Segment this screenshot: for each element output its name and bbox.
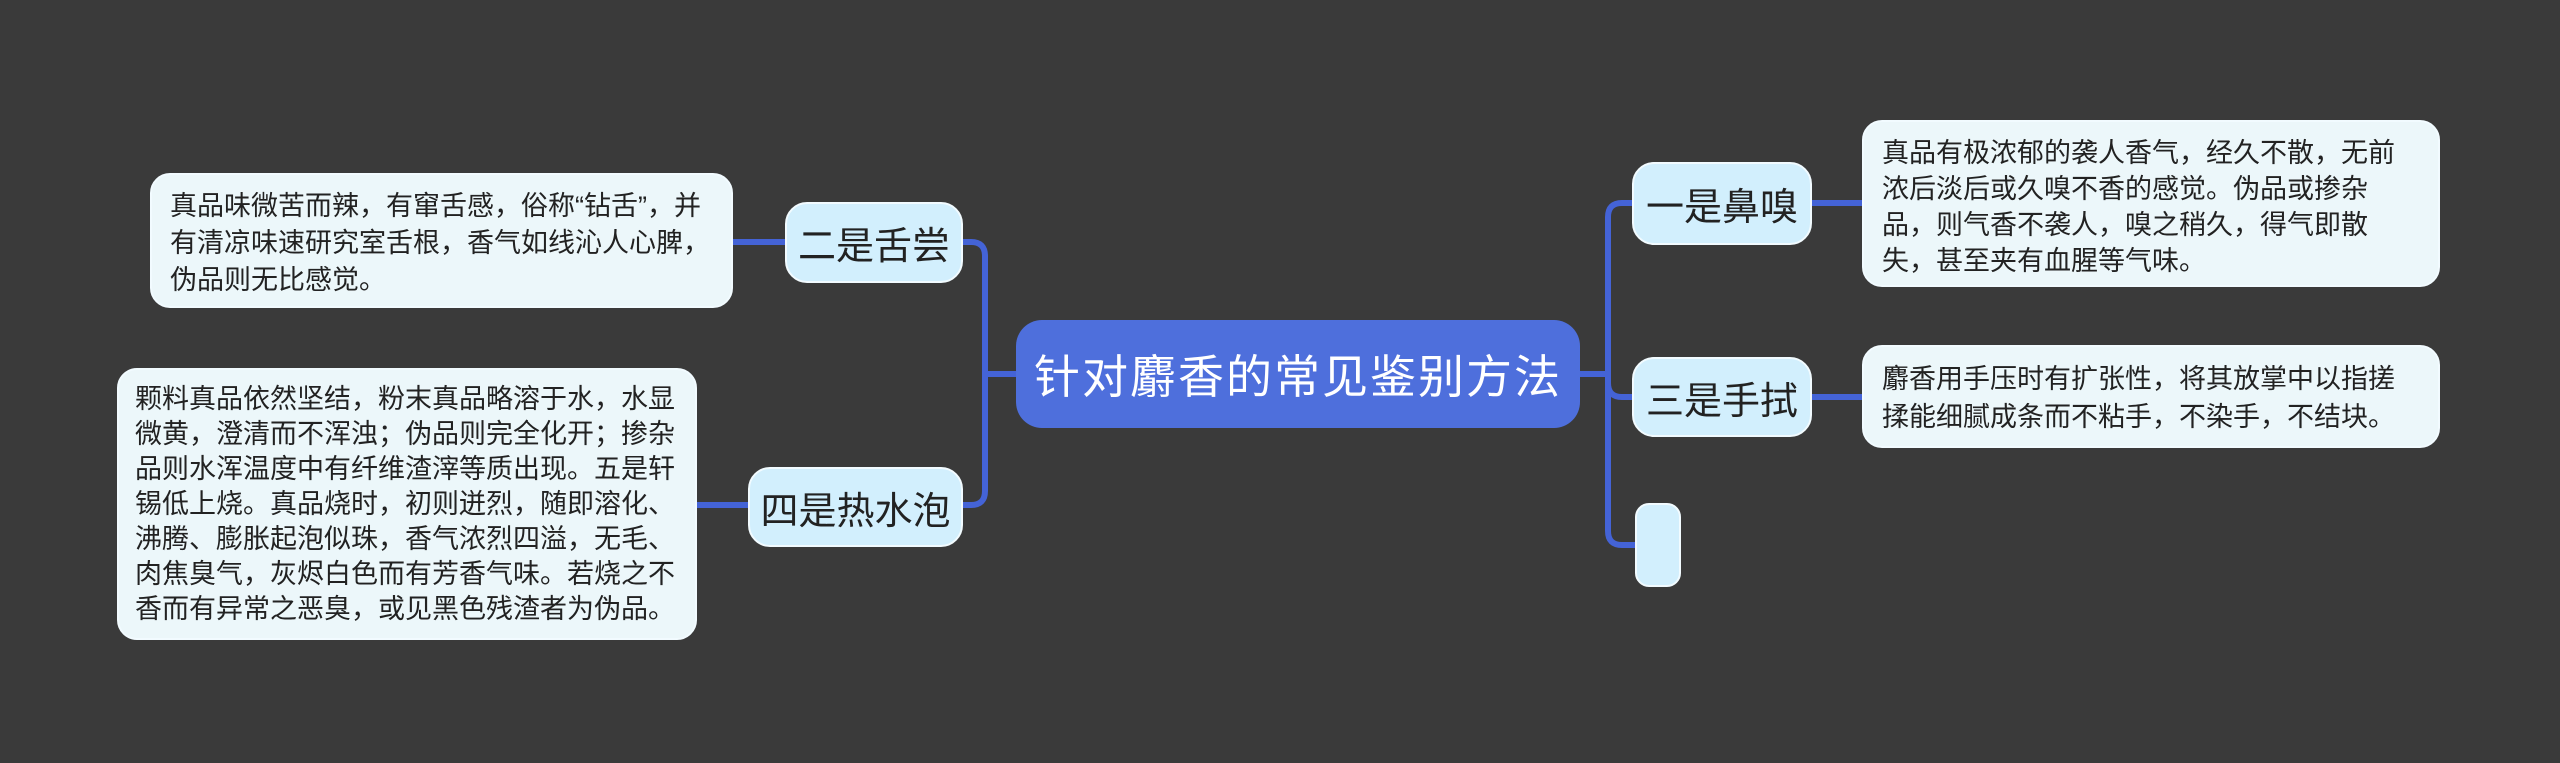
empty-child-node[interactable] <box>1635 503 1681 587</box>
branch-node-taste[interactable]: 二是舌尝 <box>785 202 963 283</box>
leaf-node-smell-detail[interactable]: 真品有极浓郁的袭人香气，经久不散，无前浓后淡后或久嗅不香的感觉。伪品或掺杂品，则… <box>1862 120 2440 287</box>
leaf-taste-text: 真品味微苦而辣，有窜舌感，俗称“钻舌”，并有清凉味速研究室舌根，香气如线沁人心脾… <box>170 191 710 295</box>
branch-water-label: 四是热水泡 <box>760 490 951 533</box>
leaf-node-rub-detail[interactable]: 麝香用手压时有扩张性，将其放掌中以指搓揉能细腻成条而不粘手，不染手，不结块。 <box>1862 345 2440 448</box>
branch-node-rub[interactable]: 三是手拭 <box>1632 357 1812 437</box>
connector-branch-rub <box>1605 380 1635 400</box>
connector-left-bus <box>960 239 988 508</box>
root-topic-label: 针对麝香的常见鉴别方法 <box>1034 351 1562 403</box>
leaf-node-hot-water-detail[interactable]: 颗料真品依然坚结，粉末真品略溶于水，水显微黄，澄清而不浑浊；伪品则完全化开；掺杂… <box>117 368 697 640</box>
leaf-smell-text: 真品有极浓郁的袭人香气，经久不散，无前浓后淡后或久嗅不香的感觉。伪品或掺杂品，则… <box>1882 138 2395 276</box>
leaf-rub-text: 麝香用手压时有扩张性，将其放掌中以指搓揉能细腻成条而不粘手，不染手，不结块。 <box>1882 364 2395 432</box>
leaf-water-text: 颗料真品依然坚结，粉末真品略溶于水，水显微黄，澄清而不浑浊；伪品则完全化开；掺杂… <box>135 384 675 624</box>
branch-taste-label: 二是舌尝 <box>797 226 950 268</box>
branch-node-hot-water[interactable]: 四是热水泡 <box>748 467 963 547</box>
branch-rub-label: 三是手拭 <box>1645 380 1798 423</box>
connector-right-bus <box>1605 200 1638 548</box>
branch-node-smell[interactable]: 一是鼻嗅 <box>1632 162 1812 245</box>
branch-smell-label: 一是鼻嗅 <box>1645 187 1798 229</box>
leaf-node-taste-detail[interactable]: 真品味微苦而辣，有窜舌感，俗称“钻舌”，并有清凉味速研究室舌根，香气如线沁人心脾… <box>150 173 733 308</box>
root-topic-node[interactable]: 针对麝香的常见鉴别方法 <box>1016 320 1580 428</box>
